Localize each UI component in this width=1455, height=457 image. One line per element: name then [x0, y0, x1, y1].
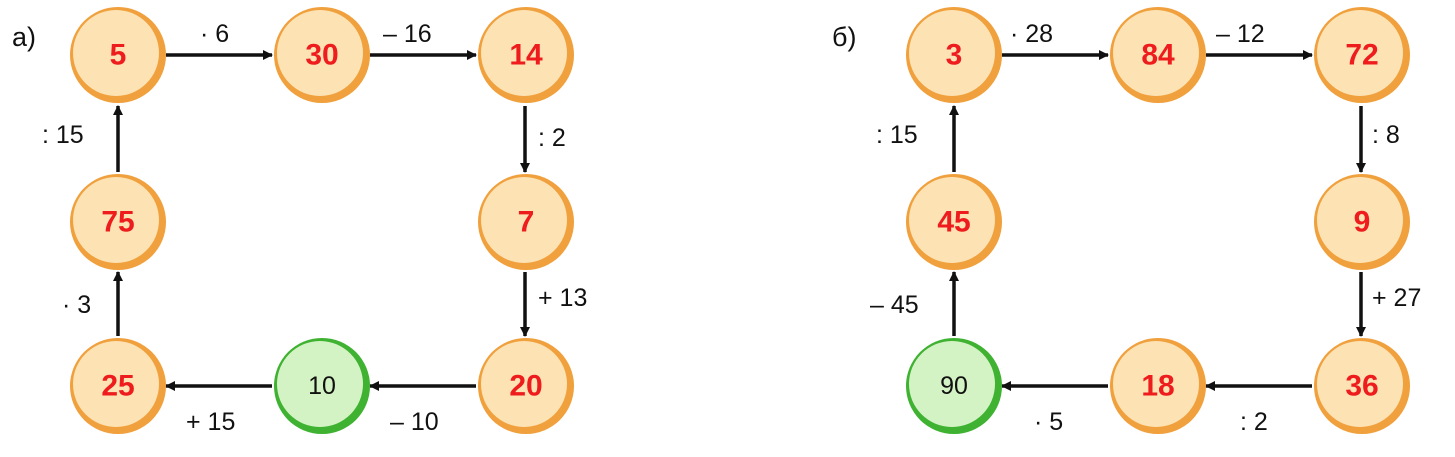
- node-value: 36: [1345, 370, 1378, 403]
- number-node: 9: [1314, 174, 1410, 270]
- node-value: 20: [509, 370, 542, 403]
- number-node: 75: [70, 174, 166, 270]
- given-number-node: 10: [274, 338, 370, 434]
- operation-label: – 45: [870, 291, 919, 319]
- node-value: 14: [509, 39, 543, 72]
- node-value: 45: [937, 206, 970, 239]
- number-node: 36: [1314, 338, 1410, 434]
- node-value: 5: [110, 39, 127, 72]
- node-value: 10: [308, 372, 336, 400]
- number-node: 30: [274, 7, 370, 103]
- number-node: 7: [478, 174, 574, 270]
- operation-label: : 15: [42, 121, 84, 149]
- operation-label: · 28: [1010, 20, 1053, 48]
- number-node: 84: [1110, 7, 1206, 103]
- node-value: 7: [518, 206, 535, 239]
- node-value: 90: [940, 372, 968, 400]
- operation-label: : 2: [1240, 408, 1268, 436]
- operation-label: – 12: [1216, 20, 1265, 48]
- node-value: 75: [101, 206, 134, 239]
- diagram-a: а) · 6 – 16 : 2 + 13 – 10 + 15 · 3 : 15 …: [12, 7, 587, 436]
- operation-label: · 6: [200, 20, 229, 48]
- node-value: 25: [101, 370, 134, 403]
- number-node: 18: [1110, 338, 1206, 434]
- number-node: 14: [478, 7, 574, 103]
- number-node: 45: [906, 174, 1002, 270]
- node-value: 72: [1345, 39, 1378, 72]
- operation-label: · 5: [1034, 408, 1063, 436]
- number-node: 5: [70, 7, 166, 103]
- operation-label: : 2: [538, 124, 566, 152]
- given-number-node: 90: [906, 338, 1002, 434]
- diagram-b: б) · 28 – 12 : 8 + 27 : 2 · 5 – 45 : 15 …: [832, 7, 1421, 436]
- operation-label: – 16: [383, 20, 432, 48]
- diagram-b-label: б): [832, 22, 856, 52]
- node-value: 84: [1141, 39, 1175, 72]
- node-value: 9: [1354, 206, 1371, 239]
- operation-label: : 15: [876, 121, 918, 149]
- node-value: 3: [946, 39, 963, 72]
- number-node: 20: [478, 338, 574, 434]
- number-node: 3: [906, 7, 1002, 103]
- diagram-a-label: а): [12, 22, 36, 52]
- operation-label: – 10: [390, 408, 439, 436]
- node-value: 30: [305, 39, 338, 72]
- node-value: 18: [1141, 370, 1174, 403]
- operation-label: : 8: [1372, 121, 1400, 149]
- operation-label: + 27: [1372, 284, 1421, 312]
- operation-label: + 15: [186, 408, 235, 436]
- number-node: 25: [70, 338, 166, 434]
- operation-label: · 3: [62, 291, 91, 319]
- operation-label: + 13: [538, 284, 587, 312]
- number-node: 72: [1314, 7, 1410, 103]
